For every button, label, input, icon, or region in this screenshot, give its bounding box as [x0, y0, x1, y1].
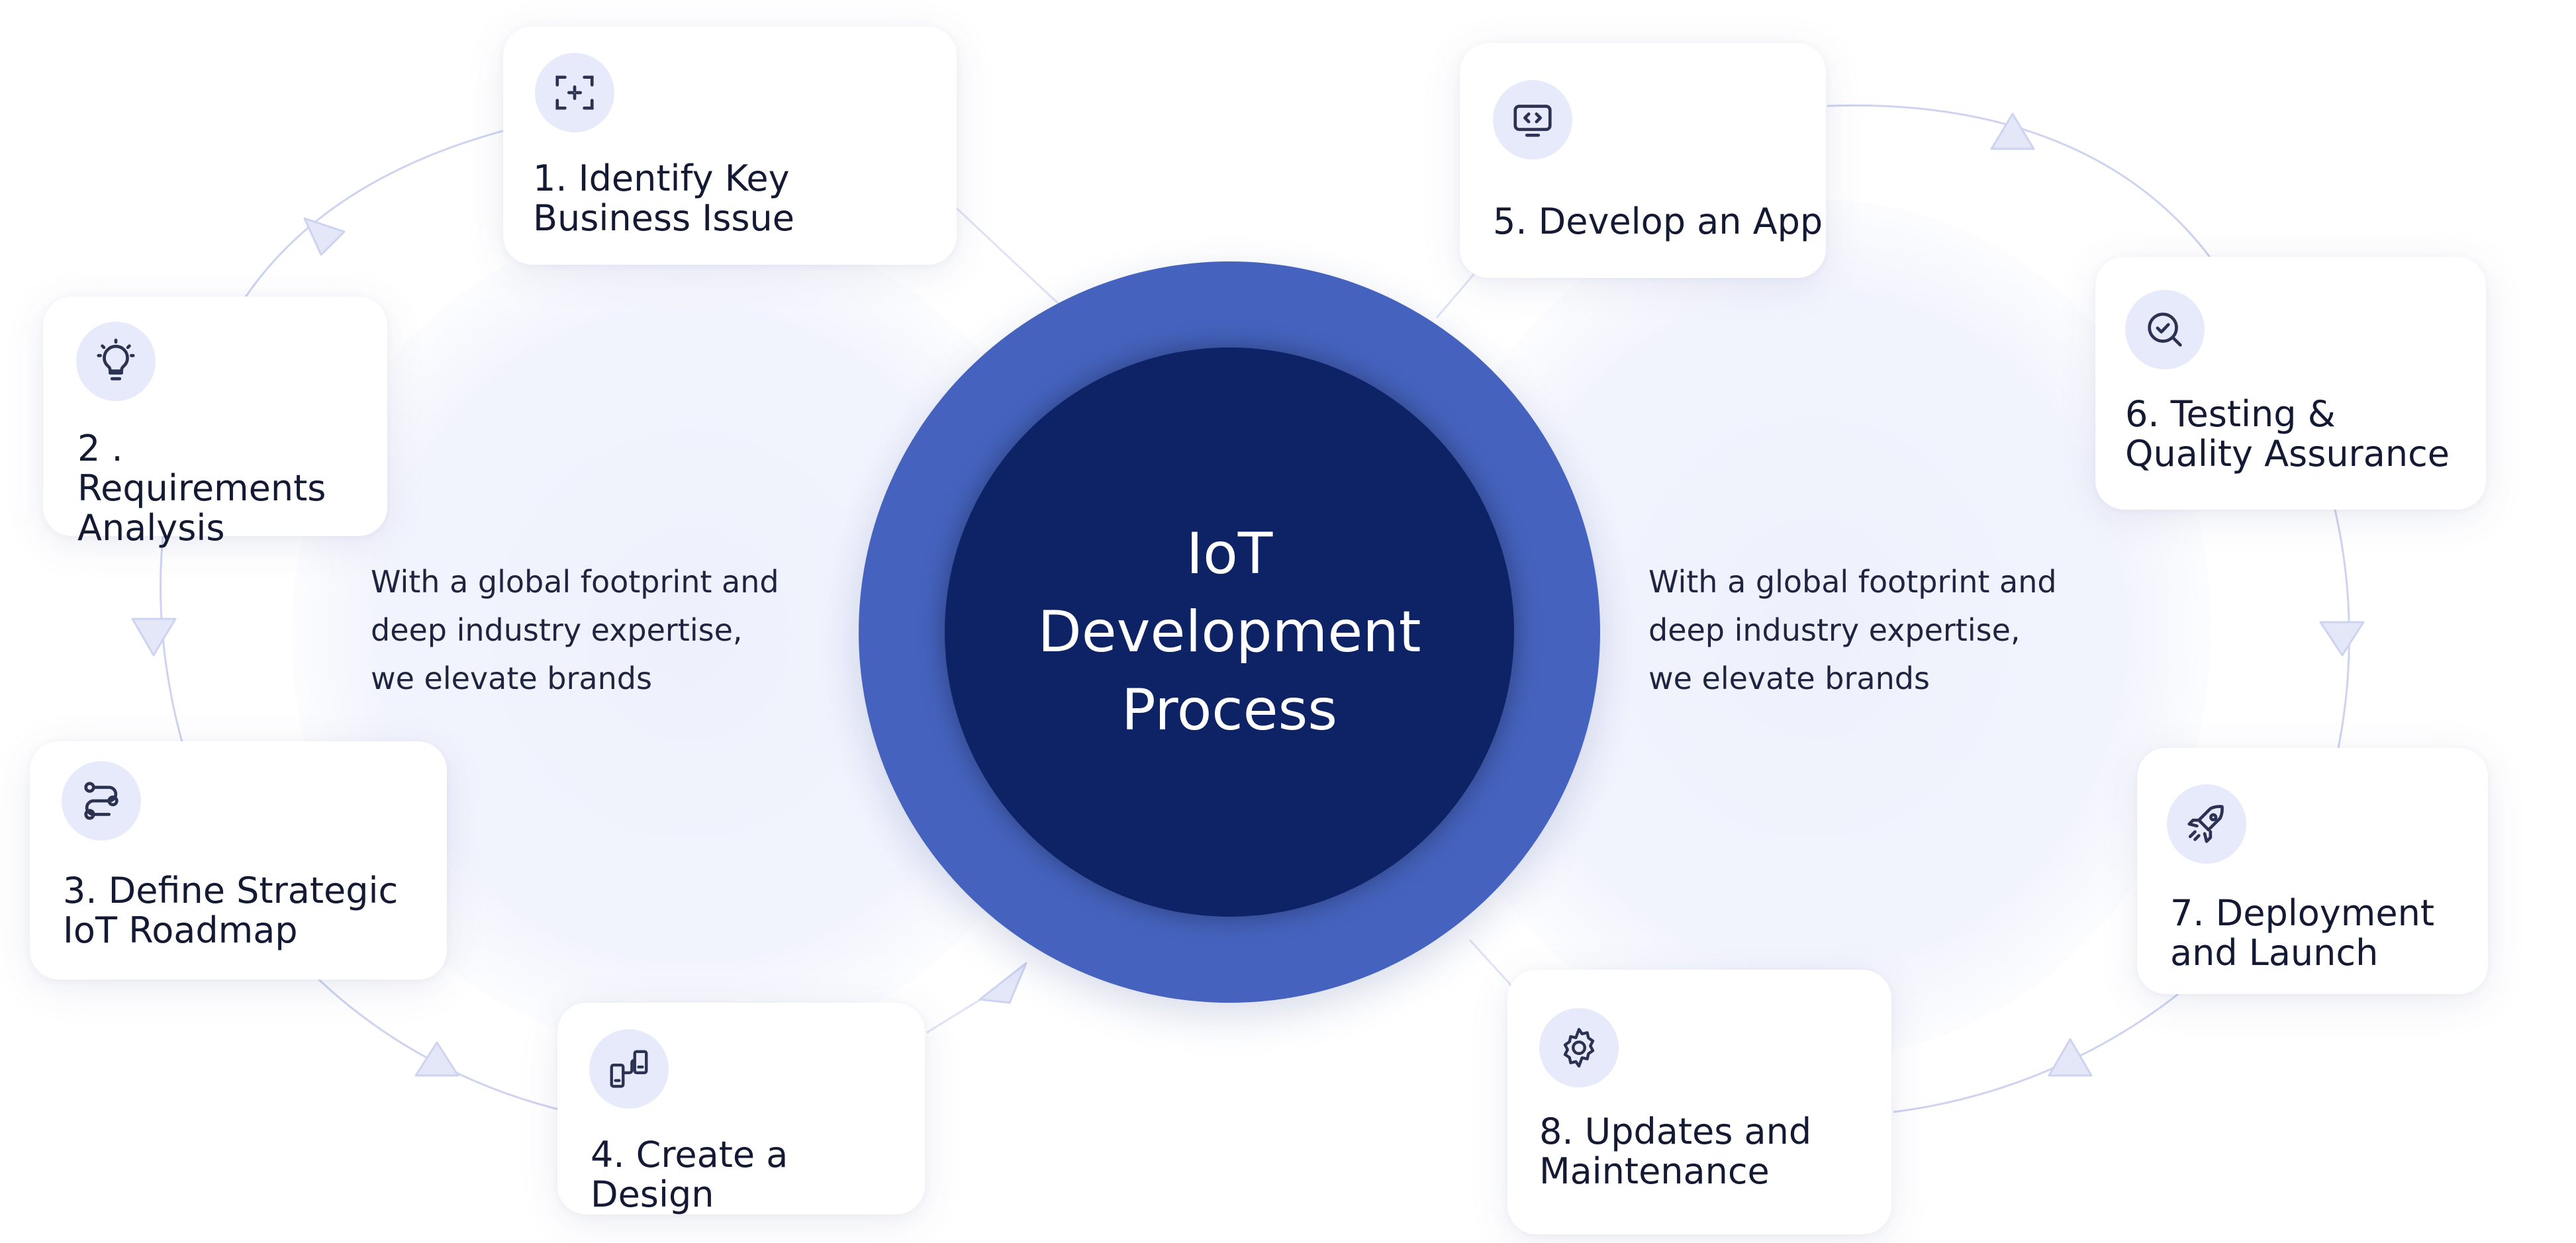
step-card-7[interactable]: 7. Deployment and Launch	[2137, 748, 2488, 994]
step-card-5[interactable]: 5. Develop an App	[1460, 43, 1826, 278]
route-icon	[62, 761, 141, 841]
focus-scan-icon	[535, 53, 614, 132]
connector-5-center	[1435, 271, 1478, 318]
center-circle-outer: IoT Development Process	[859, 261, 1600, 1003]
arrow-3-to-4	[414, 1041, 459, 1077]
step-label-7: 7. Deployment and Launch	[2170, 892, 2434, 974]
step-card-8[interactable]: 8. Updates and Maintenance	[1507, 970, 1891, 1234]
description-left: With a global footprint and deep industr…	[371, 564, 779, 696]
step-card-2[interactable]: 2 . Requirements Analysis	[43, 297, 387, 548]
step-label-8: 8. Updates and Maintenance	[1539, 1111, 1812, 1192]
arrow-1-to-2	[303, 217, 346, 256]
arrow-5-to-6	[1990, 113, 2035, 150]
arrow-6-to-7	[2319, 621, 2365, 657]
connector-1-center	[952, 204, 1061, 306]
arrow-7-to-8	[2048, 1038, 2093, 1077]
step-label-6: 6. Testing & Quality Assurance	[2125, 393, 2450, 475]
step-card-6[interactable]: 6. Testing & Quality Assurance	[2095, 257, 2486, 510]
center-circle-inner: IoT Development Process	[945, 347, 1514, 917]
step-card-3[interactable]: 3. Define Strategic IoT Roadmap	[30, 741, 447, 980]
description-right: With a global footprint and deep industr…	[1648, 564, 2057, 696]
step-label-5: 5. Develop an App	[1493, 201, 1823, 242]
devices-icon	[589, 1029, 669, 1109]
step-card-1[interactable]: 1. Identify Key Business Issue	[503, 26, 957, 265]
arrow-2-to-3	[131, 618, 177, 657]
step-label-3: 3. Define Strategic IoT Roadmap	[63, 870, 399, 951]
step-label-1: 1. Identify Key Business Issue	[533, 158, 794, 239]
code-monitor-icon	[1493, 80, 1572, 160]
gear-check-icon	[1539, 1008, 1619, 1087]
step-card-4[interactable]: 4. Create a Design	[557, 1003, 925, 1215]
arrow-4-to-center	[978, 962, 1027, 1004]
right-cycle-arc	[1827, 104, 2350, 1113]
search-check-icon	[2125, 290, 2205, 369]
left-cycle-arc	[160, 128, 570, 1113]
center-title: IoT Development Process	[1037, 521, 1421, 743]
lightbulb-icon	[76, 322, 156, 401]
rocket-icon	[2167, 784, 2246, 864]
step-label-2: 2 . Requirements Analysis	[77, 428, 326, 549]
step-label-4: 4. Create a Design	[591, 1134, 788, 1215]
